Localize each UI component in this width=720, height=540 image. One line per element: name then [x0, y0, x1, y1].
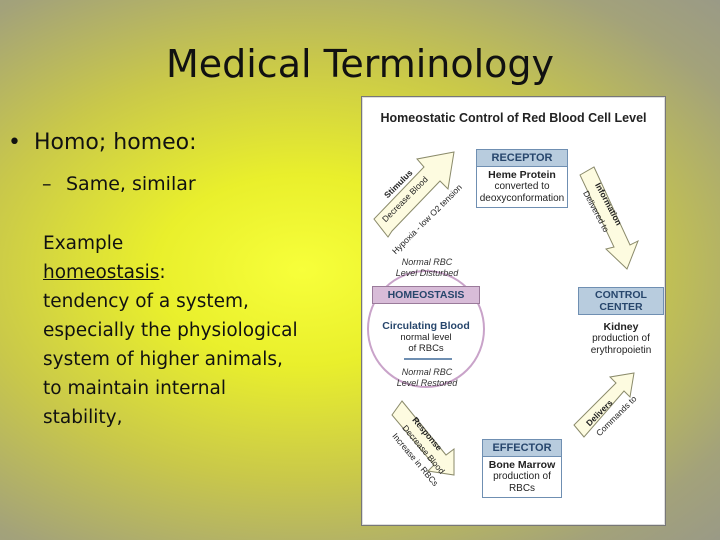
circulating-blood-line-1: normal level [400, 332, 452, 343]
sub-bullet-same: –Same, similar [42, 173, 358, 195]
example-paragraph: Example homeostasis: tendency of a syste… [43, 229, 358, 432]
bullet-marker: • [8, 130, 21, 155]
receptor-line-2: deoxyconformation [479, 193, 565, 204]
bullet-homo-text: Homo; homeo: [34, 130, 197, 155]
bullet-homo: • Homo; homeo: [8, 130, 358, 155]
response-arrow [391, 400, 455, 476]
effector-header: EFFECTOR [483, 440, 561, 457]
sub-bullet-text: Same, similar [66, 173, 196, 195]
effector-line-1: production of [493, 471, 551, 482]
slide-title: Medical Terminology [165, 42, 555, 86]
homeostasis-diagram: Homeostatic Control of Red Blood Cell Le… [361, 96, 666, 526]
sub-bullet-marker: – [42, 173, 52, 195]
definition-line-3: system of higher animals, [43, 349, 283, 370]
control-center-header: CONTROL CENTER [578, 287, 664, 315]
circulating-blood-name: Circulating Blood [382, 320, 470, 332]
circulating-blood-line-2: of RBCs [408, 343, 444, 354]
rbc-disturbed-note: Normal RBC Level Disturbed [382, 257, 472, 279]
definition-line-4: to maintain internal [43, 378, 226, 399]
diagram-title: Homeostatic Control of Red Blood Cell Le… [380, 111, 647, 125]
rbc-restored-line-2: Level Restored [396, 378, 458, 388]
term-colon: : [159, 262, 166, 283]
homeostasis-header: HOMEOSTASIS [372, 286, 480, 304]
circulating-blood-text: Circulating Blood normal level of RBCs [376, 320, 476, 355]
definition-line-2: especially the physiological [43, 320, 298, 341]
homeostasis-term: homeostasis [43, 262, 160, 283]
definition-line-1: tendency of a system, [43, 291, 249, 312]
stimulus-arrow [373, 151, 455, 238]
circulating-blood-circle [367, 270, 485, 388]
rbc-disturbed-line-2: Level Disturbed [395, 268, 459, 278]
rbc-disturbed-line-1: Normal RBC [401, 257, 453, 267]
delivers-arrow [573, 372, 635, 438]
receptor-header: RECEPTOR [477, 150, 567, 167]
control-center-name: Kidney [603, 321, 639, 333]
receptor-box: RECEPTOR Heme Protein converted to deoxy… [476, 149, 568, 208]
control-center-header-2: CENTER [599, 301, 643, 313]
control-center-header-1: CONTROL [595, 289, 647, 301]
diagram-arrows [367, 151, 639, 476]
rbc-restored-line-1: Normal RBC [401, 367, 453, 377]
definition-line-5: stability, [43, 407, 123, 428]
receptor-line-1: converted to [494, 181, 550, 192]
effector-body: Bone Marrow production of RBCs [483, 457, 561, 497]
effector-box: EFFECTOR Bone Marrow production of RBCs [482, 439, 562, 498]
rbc-restored-note: Normal RBC Level Restored [382, 367, 472, 389]
control-center-box: CONTROL CENTER Kidney production of eryt… [578, 287, 664, 357]
control-center-line-2: erythropoietin [590, 345, 652, 356]
effector-name: Bone Marrow [488, 459, 556, 471]
effector-line-2: RBCs [508, 483, 536, 494]
information-arrow [579, 166, 639, 270]
example-label: Example [43, 233, 124, 254]
receptor-body: Heme Protein converted to deoxyconformat… [477, 167, 567, 207]
receptor-name: Heme Protein [488, 169, 556, 181]
control-center-line-1: production of [592, 333, 650, 344]
bullet-list: • Homo; homeo: –Same, similar Example hom… [8, 130, 358, 432]
